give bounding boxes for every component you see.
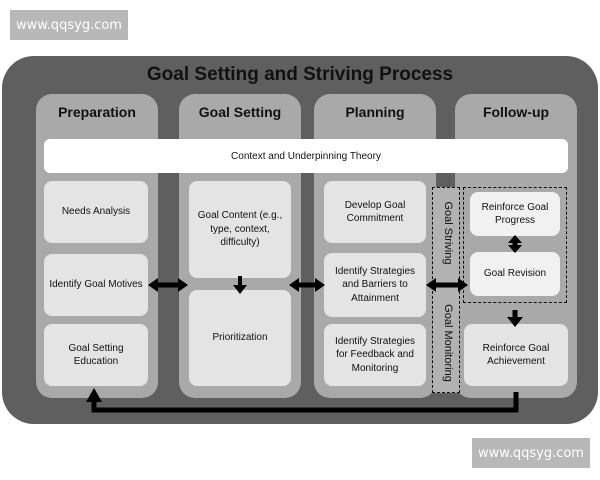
follow-up-dashed-group xyxy=(463,187,567,303)
box-identify-strategies-feedback: Identify Strategies for Feedback and Mon… xyxy=(324,324,426,386)
box-goal-setting-education: Goal Setting Education xyxy=(44,324,148,386)
box-develop-goal-commitment: Develop Goal Commitment xyxy=(324,181,426,243)
box-identify-goal-motives: Identify Goal Motives xyxy=(44,254,148,316)
goal-striving-monitoring-strip xyxy=(432,187,460,393)
box-goal-content: Goal Content (e.g., type, context, diffi… xyxy=(189,181,291,278)
column-header-planning: Planning xyxy=(345,104,405,120)
box-needs-analysis: Needs Analysis xyxy=(44,181,148,243)
watermark-top: www.qqsyg.com xyxy=(10,10,128,40)
column-header-goal-setting: Goal Setting xyxy=(198,104,282,120)
box-reinforce-goal-progress: Reinforce Goal Progress xyxy=(470,192,560,236)
watermark-bottom: www.qqsyg.com xyxy=(472,438,590,468)
box-identify-strategies-barriers: Identify Strategies and Barriers to Atta… xyxy=(324,253,426,317)
label-goal-striving: Goal Striving xyxy=(442,201,454,265)
label-goal-monitoring: Goal Monitoring xyxy=(442,304,454,382)
context-band: Context and Underpinning Theory xyxy=(44,139,568,173)
box-goal-revision: Goal Revision xyxy=(470,252,560,296)
diagram-title: Goal Setting and Striving Process xyxy=(146,64,454,85)
box-prioritization: Prioritization xyxy=(189,290,291,386)
column-header-preparation: Preparation xyxy=(58,104,136,120)
column-header-follow-up: Follow-up xyxy=(482,104,550,120)
box-reinforce-goal-achievement: Reinforce Goal Achievement xyxy=(464,324,568,386)
